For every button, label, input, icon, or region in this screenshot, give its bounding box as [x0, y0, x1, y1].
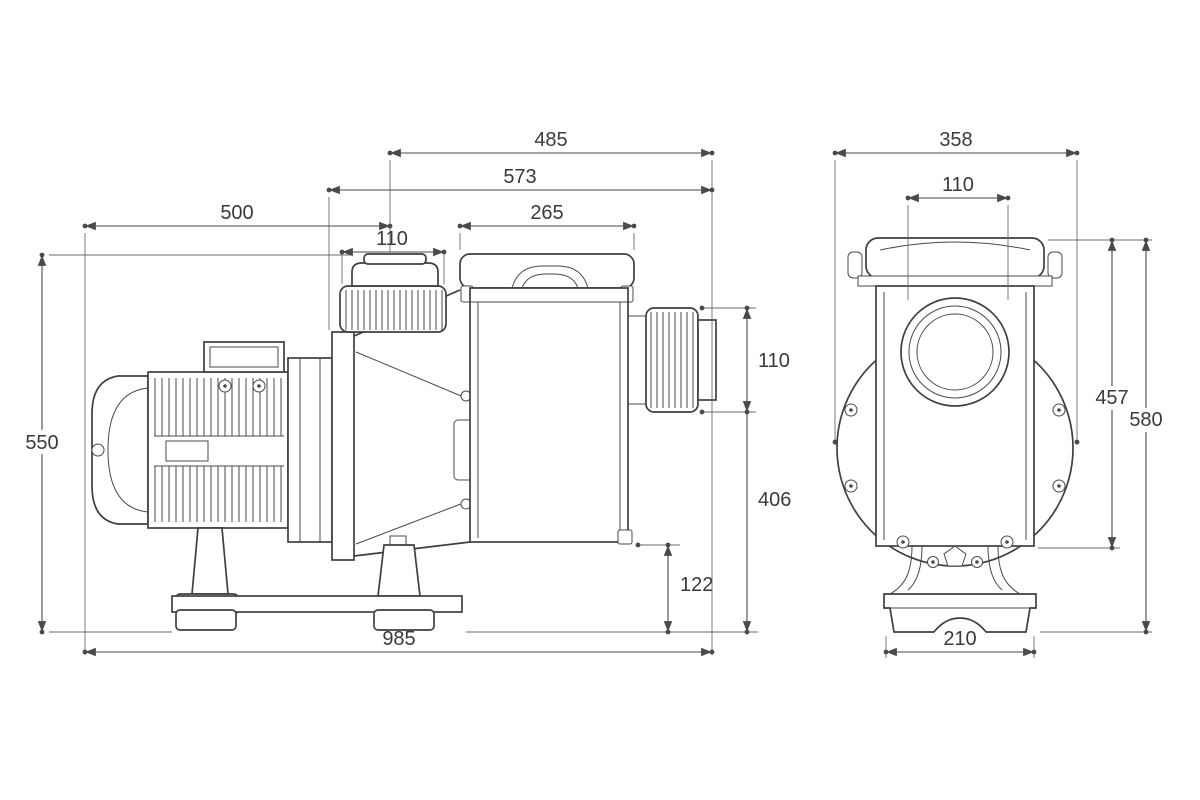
dim-label-457: 457 — [1095, 387, 1128, 409]
motor-body — [147, 371, 289, 529]
dim-457: 457 — [1092, 237, 1132, 551]
seal-plate — [331, 331, 355, 561]
dim-110-union: 110 — [339, 228, 447, 257]
dim-label-122: 122 — [680, 574, 713, 596]
top-union-cap — [351, 262, 439, 287]
dim-label-110-outlet: 110 — [758, 350, 790, 372]
dimensions-side: 485 573 500 265 110 — [22, 129, 791, 657]
clamp-ring — [857, 275, 1053, 287]
dim-label-580: 580 — [1129, 409, 1162, 431]
dim-label-110-top: 110 — [376, 228, 408, 250]
dimensions-front: 358 110 457 580 210 — [832, 129, 1166, 658]
dim-550: 550 — [22, 252, 62, 635]
dim-122: 122 — [635, 542, 713, 635]
motor-nameplate — [165, 440, 209, 462]
dim-406: 406 — [742, 412, 791, 635]
motor-flange — [287, 357, 333, 543]
dim-358: 358 — [832, 129, 1080, 445]
dim-580: 580 — [1126, 237, 1166, 635]
side-view — [91, 253, 717, 631]
dim-label-210: 210 — [943, 628, 976, 650]
flange-lugs — [844, 403, 1066, 549]
top-union — [339, 253, 447, 333]
dim-110-inlet: 110 — [905, 174, 1011, 203]
front-stand — [889, 545, 1021, 595]
dim-label-550: 550 — [25, 432, 58, 454]
dim-label-500: 500 — [220, 202, 253, 224]
front-lid — [847, 237, 1063, 287]
dim-label-265: 265 — [530, 202, 563, 224]
dim-265: 265 — [457, 202, 637, 231]
dim-110-outlet: 110 — [699, 305, 790, 415]
dim-573: 573 — [326, 166, 715, 195]
strainer-pot — [469, 287, 633, 545]
bottom-plug — [943, 545, 967, 567]
outlet-tailpiece — [697, 319, 717, 401]
pump-base — [171, 535, 463, 631]
dim-210: 210 — [883, 628, 1037, 657]
dim-485: 485 — [387, 129, 715, 158]
front-base — [883, 593, 1037, 633]
dim-label-358: 358 — [939, 129, 972, 151]
inlet-port — [900, 297, 1010, 407]
dim-label-573: 573 — [503, 166, 536, 188]
terminal-box — [203, 341, 285, 373]
dim-label-985: 985 — [382, 628, 415, 650]
dim-500: 500 — [82, 202, 393, 231]
dim-985: 985 — [82, 628, 715, 657]
drain-plug — [617, 529, 633, 545]
motor-end-cap — [91, 375, 149, 525]
outlet-union — [628, 307, 717, 413]
dim-label-485: 485 — [534, 129, 567, 151]
dim-label-110-inlet: 110 — [942, 174, 974, 196]
dim-label-406: 406 — [758, 489, 791, 511]
front-view — [836, 237, 1074, 633]
